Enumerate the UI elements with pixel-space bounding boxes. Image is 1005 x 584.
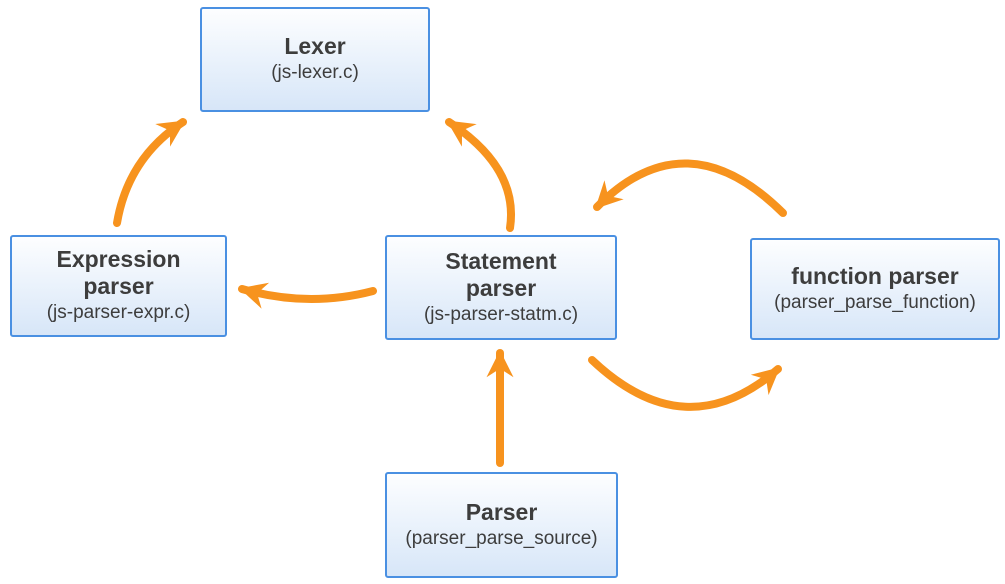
node-function-parser-title: function parser xyxy=(791,262,959,289)
edge-expression-parser-to-lexer-arrow xyxy=(113,118,187,227)
node-parser-subtitle: (parser_parse_source) xyxy=(405,527,598,549)
node-statement-parser: Statement parser (js-parser-statm.c) xyxy=(385,235,617,340)
node-function-parser-subtitle: (parser_parse_function) xyxy=(774,291,976,313)
edge-statement-parser-to-function-parser-arrow xyxy=(588,356,782,411)
edge-function-parser-to-statement-parser-arrow xyxy=(593,159,787,217)
node-expression-parser-title: Expression parser xyxy=(56,246,181,300)
edge-statement-parser-to-expression-parser-arrow xyxy=(238,282,377,309)
node-parser: Parser (parser_parse_source) xyxy=(385,472,618,578)
node-lexer: Lexer (js-lexer.c) xyxy=(200,7,430,112)
node-lexer-title: Lexer xyxy=(284,33,346,60)
node-expression-parser-subtitle: (js-parser-expr.c) xyxy=(46,302,191,324)
node-statement-parser-title: Statement parser xyxy=(445,247,557,301)
edge-statement-parser-to-lexer-arrow xyxy=(445,118,515,232)
node-function-parser: function parser (parser_parse_function) xyxy=(750,238,1000,340)
node-expression-parser: Expression parser (js-parser-expr.c) xyxy=(10,235,227,337)
node-statement-parser-subtitle: (js-parser-statm.c) xyxy=(423,303,579,325)
node-lexer-subtitle: (js-lexer.c) xyxy=(271,62,359,84)
node-parser-title: Parser xyxy=(465,498,538,525)
